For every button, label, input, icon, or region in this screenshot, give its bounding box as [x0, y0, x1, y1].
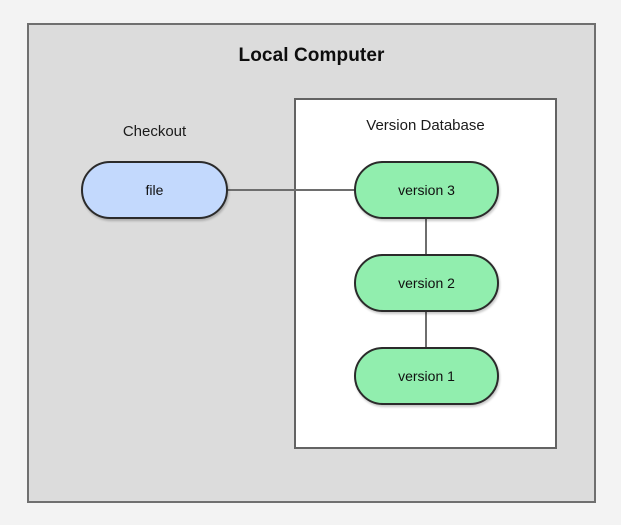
version-database-title: Version Database — [366, 117, 485, 134]
node-file[interactable]: file — [81, 161, 228, 219]
connector-file-to-version3 — [226, 189, 356, 191]
local-computer-title: Local Computer — [238, 45, 385, 66]
node-version-3-label: version 3 — [398, 182, 455, 198]
node-version-1[interactable]: version 1 — [354, 347, 499, 405]
node-version-1-label: version 1 — [398, 368, 455, 384]
node-file-label: file — [145, 182, 164, 198]
connector-version2-to-version1 — [425, 309, 427, 349]
checkout-group-label: Checkout — [122, 123, 187, 140]
node-version-3[interactable]: version 3 — [354, 161, 499, 219]
connector-version3-to-version2 — [425, 216, 427, 256]
node-version-2-label: version 2 — [398, 275, 455, 291]
node-version-2[interactable]: version 2 — [354, 254, 499, 312]
